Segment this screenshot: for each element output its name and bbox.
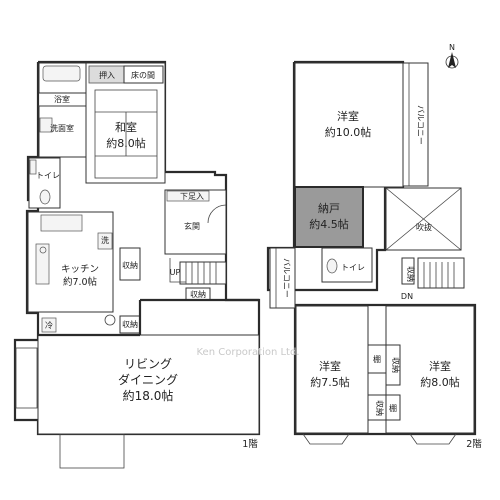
bay-window-se	[409, 433, 457, 445]
balcony-west-label: バルコニー	[282, 258, 291, 298]
toilet-icon	[326, 258, 338, 274]
kitchen-counter	[40, 214, 83, 232]
tokonoma-label: 床の間	[131, 70, 155, 80]
floor-1-labels: 押入 床の間 和室 約8.0帖 浴室 洗面室 トイレ 下足入 玄関 洗 収納 キ…	[36, 70, 258, 450]
fridge-label: 冷	[45, 320, 53, 330]
bay-window-left	[15, 347, 38, 409]
nando-name: 納戸	[318, 202, 340, 215]
yoshitsu-north-size: 約10.0帖	[325, 125, 372, 139]
living-line1: リビング	[124, 357, 172, 371]
tokonoma-alcove	[123, 65, 164, 84]
fukinuke-void	[385, 187, 462, 251]
toilet-1f-label: トイレ	[36, 171, 60, 180]
stairs-2f	[417, 257, 465, 289]
north-letter: N	[449, 43, 455, 52]
up-label: UP	[170, 268, 181, 277]
floor2-label: 2階	[466, 439, 482, 450]
yoshitsu-north-name: 洋室	[337, 109, 359, 123]
balcony-west	[269, 247, 296, 309]
toilet-cabinet	[29, 159, 37, 175]
deck	[59, 433, 125, 469]
stairs-1f	[169, 258, 227, 285]
bath-label: 浴室	[54, 94, 70, 104]
stove-icon	[39, 246, 47, 254]
yoshitsu-sw-size: 約7.5帖	[310, 375, 350, 389]
washitsu-size: 約8.0帖	[106, 136, 146, 150]
floor-2-labels: 洋室 約10.0帖 バルコニー 納戸 約4.5帖 吹抜 バルコニー トイレ 収納…	[282, 105, 482, 450]
floor-2-plan	[266, 60, 477, 445]
living-size: 約18.0帖	[123, 388, 174, 403]
tatami-grid	[94, 89, 158, 179]
storage-b-label: 収納	[190, 289, 206, 299]
yoshitsu-southeast	[385, 305, 475, 434]
oshiire-label: 押入	[99, 70, 115, 80]
dn-label: DN	[401, 292, 413, 301]
yoshitsu-se-name: 洋室	[429, 359, 451, 373]
yoshitsu-southwest	[295, 305, 369, 434]
balcony-east-label: バルコニー	[416, 105, 425, 145]
balcony-east	[402, 62, 429, 187]
toilet-2f-label: トイレ	[341, 263, 365, 272]
washer-label: 洗	[101, 235, 109, 245]
storage-closet-d	[401, 257, 415, 285]
storage-a-label: 収納	[122, 260, 138, 270]
nando-storage	[294, 186, 364, 248]
genkan-label: 玄関	[184, 221, 200, 231]
bathtub-icon	[42, 65, 81, 82]
yoshitsu-se-size: 約8.0帖	[420, 375, 460, 389]
washitsu-name: 和室	[115, 120, 137, 134]
north-arrow-icon: N	[445, 43, 459, 69]
shoe-cabinet-label: 下足入	[180, 192, 204, 201]
sink-icon	[39, 117, 53, 133]
shelf-b-label: 棚	[389, 403, 397, 413]
storage-d-label: 収納	[406, 266, 416, 282]
kitchen-size: 約7.0帖	[63, 276, 98, 288]
shoe-cabinet	[166, 190, 210, 202]
bay-window-sw	[302, 433, 350, 445]
living-dining-room	[37, 334, 260, 435]
floor1-label: 1階	[242, 439, 258, 450]
washroom-label: 洗面室	[50, 123, 74, 133]
watermark: Ken Corporation Ltd.	[197, 347, 300, 358]
washer-space	[97, 232, 113, 250]
shelf-b	[385, 394, 401, 421]
fridge-space	[41, 317, 57, 333]
kitchen-name: キッチン	[61, 264, 99, 275]
storage-e-label: 収納	[391, 357, 401, 373]
nando-size: 約4.5帖	[309, 217, 349, 231]
floor-1-plan	[13, 60, 261, 469]
shelf-a-label: 棚	[373, 354, 381, 364]
storage-closet-a	[119, 247, 141, 281]
storage-f-label: 収納	[375, 400, 385, 416]
kitchen-pillar	[104, 314, 116, 326]
toilet-icon	[39, 189, 51, 205]
yoshitsu-sw-name: 洋室	[319, 359, 341, 373]
storage-closet-e	[385, 344, 401, 386]
kitchen-island	[35, 243, 50, 285]
living-line2: ダイニング	[118, 372, 178, 387]
yoshitsu-north	[294, 62, 404, 188]
storage-c-label: 収納	[122, 319, 138, 329]
floor2-lower-wall	[293, 303, 477, 436]
door-swing	[207, 204, 227, 224]
fukinuke-label: 吹抜	[416, 222, 432, 232]
